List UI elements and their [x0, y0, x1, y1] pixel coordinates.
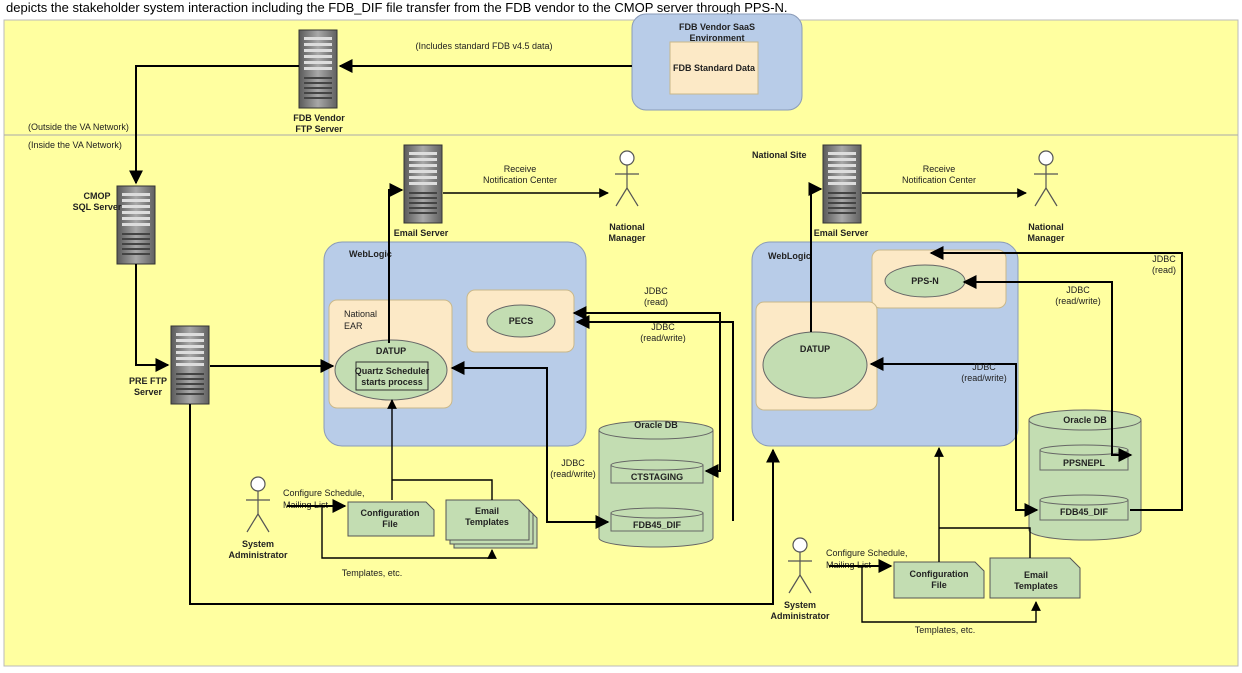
pecs-label: PECS	[509, 316, 534, 326]
oracle-db-right-cylinder	[1028, 420, 1142, 541]
fdb-standard-data-box	[669, 41, 759, 95]
jdbc-rw-right-upper-label: JDBC(read/write)	[1055, 285, 1101, 306]
jdbc-rw-right-lower-label: JDBC(read/write)	[961, 362, 1007, 383]
fdb45-right-table-top	[1039, 494, 1129, 506]
weblogic-left-label: WebLogic	[349, 249, 392, 259]
datup-fdb45-right-connector	[869, 357, 1039, 517]
templates-left-label: Templates, etc.	[342, 568, 403, 578]
jdbc-read-left-label: JDBC(read)	[644, 286, 668, 307]
ppsnepl-table-top	[1039, 444, 1129, 456]
datup-left-label: DATUP	[376, 346, 406, 356]
pecs-ctstaging-connector	[572, 306, 721, 478]
oracle-db-right-label: Oracle DB	[1063, 415, 1107, 425]
jdbc-rw-left-upper-label: JDBC(read/write)	[640, 322, 686, 343]
fdb45-ppsn-connector	[929, 246, 1183, 511]
pecs-ellipse	[486, 304, 556, 338]
jdbc-read-right-label: JDBC(read)	[1152, 254, 1176, 275]
templates-to-quartz-connector	[392, 479, 493, 500]
ppsn-ppsnepl-connector	[962, 275, 1133, 462]
fdb45-pecs-connector	[575, 315, 734, 521]
fdb45-right-label: FDB45_DIF	[1060, 507, 1109, 517]
ctstaging-table-top	[610, 459, 704, 471]
email-server-left-icon	[403, 144, 443, 224]
cmop-sql-server-icon	[116, 185, 156, 265]
config-file-right-doc	[893, 561, 985, 599]
oracle-db-left-label: Oracle DB	[634, 420, 678, 430]
cmop-to-preftp-connector	[135, 264, 170, 372]
outside-va-label: (Outside the VA Network)	[28, 122, 129, 132]
national-site-label: National Site	[752, 150, 807, 160]
datup-fdb45-left-connector	[450, 361, 610, 529]
weblogic-right-label: WebLogic	[768, 251, 811, 261]
datup-to-email-right-connector	[808, 182, 823, 332]
includes-fdb-label: (Includes standard FDB v4.5 data)	[415, 41, 552, 51]
email-server-right-icon	[822, 144, 862, 224]
ftp-to-cmop-connector	[129, 65, 299, 185]
fdb45-left-table-top	[610, 507, 704, 519]
fdb-ftp-server-icon	[298, 29, 338, 109]
caption-text: depicts the stakeholder system interacti…	[6, 0, 788, 15]
email-server-left-label: Email Server	[394, 228, 449, 238]
inside-va-label: (Inside the VA Network)	[28, 140, 122, 150]
ppsn-label: PPS-N	[911, 276, 939, 286]
email-server-right-label: Email Server	[814, 228, 869, 238]
datup-right-label: DATUP	[800, 344, 830, 354]
admin-to-templates-left-connector	[321, 506, 497, 559]
quartz-scheduler-box	[355, 361, 429, 391]
email-template-left-doc	[445, 499, 530, 541]
email-template-right-doc	[989, 557, 1081, 599]
config-file-left-doc	[347, 501, 435, 537]
jdbc-rw-left-lower-label: JDBC(read/write)	[550, 458, 596, 479]
ppsnepl-label: PPSNEPL	[1063, 458, 1106, 468]
admin-to-templates-right-connector	[861, 566, 1041, 623]
fdb45-left-label: FDB45_DIF	[633, 520, 682, 530]
templates-right-label: Templates, etc.	[915, 625, 976, 635]
templates-to-weblogic-right-connector	[939, 527, 1031, 558]
pre-ftp-server-icon	[170, 325, 210, 405]
fdb-standard-data-label: FDB Standard Data	[673, 63, 756, 73]
datup-to-email-left-connector	[388, 183, 404, 343]
datup-right-ellipse	[762, 331, 868, 399]
preftp-to-weblogic-right-connector	[189, 404, 780, 605]
ctstaging-label: CTSTAGING	[631, 472, 683, 482]
